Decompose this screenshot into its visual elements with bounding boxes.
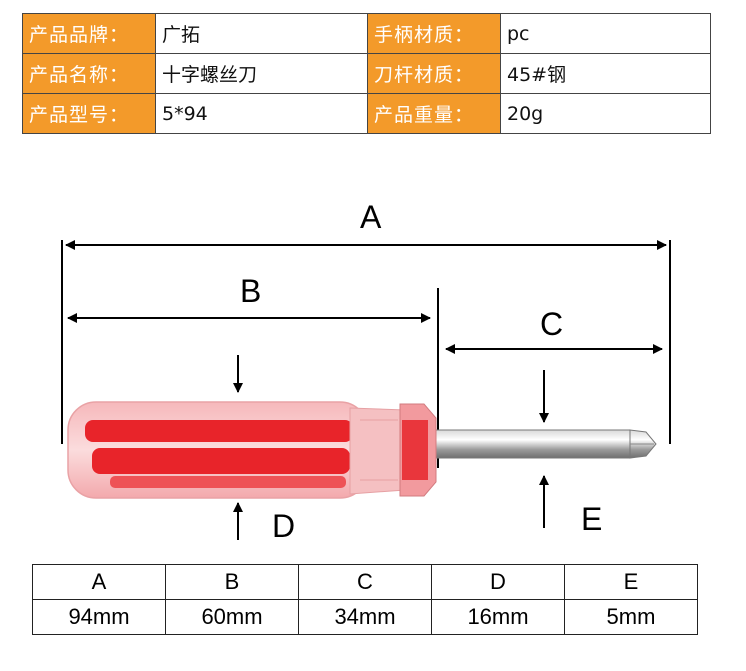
dimension-header: D — [431, 564, 565, 600]
dimension-value: 94mm — [32, 599, 166, 635]
spec-row: 产品名称： 十字螺丝刀 刀杆材质： 45#钢 — [22, 53, 711, 94]
dimension-header: C — [298, 564, 432, 600]
spec-value: 十字螺丝刀 — [155, 53, 368, 94]
dimension-value: 60mm — [165, 599, 299, 635]
spec-value: pc — [500, 13, 711, 54]
dimension-value: 5mm — [564, 599, 698, 635]
spec-value: 5*94 — [155, 93, 368, 134]
spec-row: 产品型号： 5*94 产品重量： 20g — [22, 93, 711, 134]
dimension-value: 16mm — [431, 599, 565, 635]
label-a: A — [360, 199, 382, 235]
label-c: C — [540, 306, 563, 342]
label-b: B — [240, 273, 261, 309]
dimension-value: 34mm — [298, 599, 432, 635]
spec-value: 45#钢 — [500, 53, 711, 94]
table-row: A B C D E — [32, 564, 698, 600]
spec-table: 产品品牌： 广拓 手柄材质： pc 产品名称： 十字螺丝刀 刀杆材质： 45#钢… — [22, 13, 711, 134]
spec-value: 20g — [500, 93, 711, 134]
dimension-header: B — [165, 564, 299, 600]
dimension-header: A — [32, 564, 166, 600]
spec-key: 刀杆材质： — [367, 53, 501, 94]
screwdriver-handle — [67, 401, 437, 499]
spec-key: 产品重量： — [367, 93, 501, 134]
label-e: E — [581, 501, 602, 537]
table-row: 94mm 60mm 34mm 16mm 5mm — [32, 599, 698, 635]
spec-key: 产品品牌： — [22, 13, 156, 54]
spec-key: 产品名称： — [22, 53, 156, 94]
spec-key: 产品型号： — [22, 93, 156, 134]
screwdriver-shaft — [429, 429, 657, 459]
dimension-table: A B C D E 94mm 60mm 34mm 16mm 5mm — [32, 564, 698, 635]
spec-row: 产品品牌： 广拓 手柄材质： pc — [22, 13, 711, 54]
dimension-header: E — [564, 564, 698, 600]
label-d: D — [272, 508, 295, 544]
